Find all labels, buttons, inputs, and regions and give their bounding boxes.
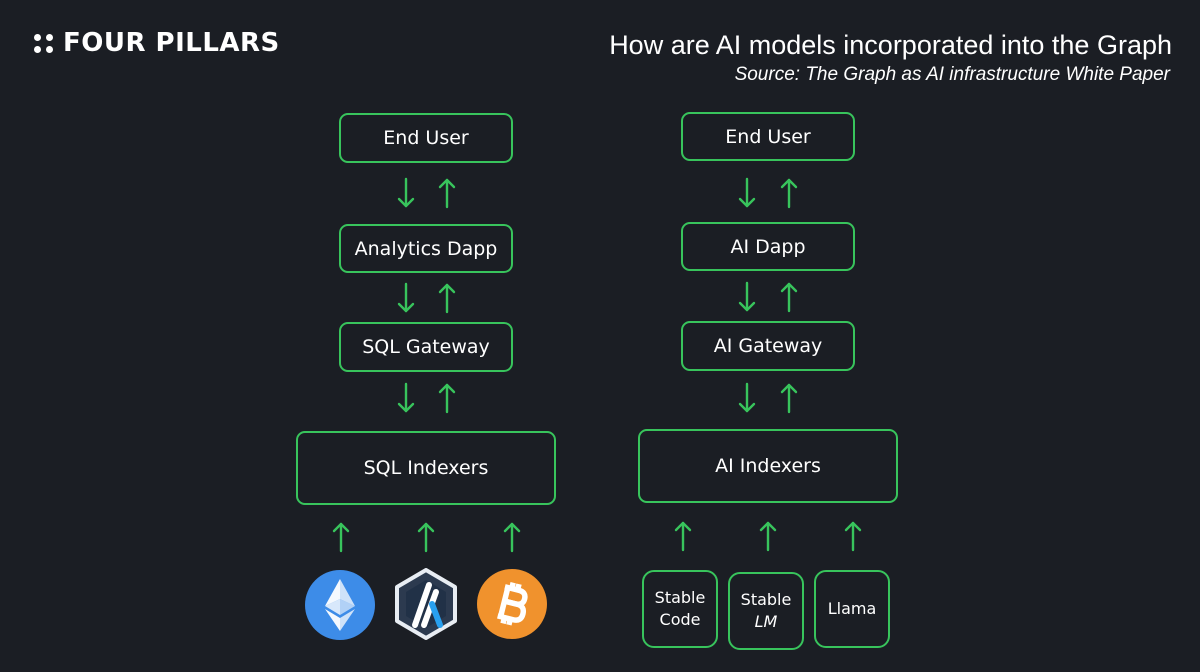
- left-arrow-pair-1: [397, 177, 456, 209]
- down-arrow-icon: [738, 177, 756, 208]
- logo-text: FOUR PILLARS: [63, 28, 280, 58]
- bitcoin-icon: [477, 569, 547, 639]
- model-label-line2: LM: [754, 612, 778, 631]
- right-indexers-label: AI Indexers: [715, 455, 821, 477]
- up-arrow-icon: [417, 522, 435, 553]
- left-end-user-box: End User: [339, 113, 513, 163]
- right-arrow-pair-3: [738, 382, 798, 414]
- up-arrow-icon: [503, 522, 521, 553]
- up-arrow-icon: [759, 521, 777, 552]
- right-end-user-box: End User: [681, 112, 855, 161]
- left-dapp-box: Analytics Dapp: [339, 224, 513, 273]
- up-arrow-icon: [844, 521, 862, 552]
- up-arrow-icon: [438, 283, 456, 314]
- down-arrow-icon: [397, 177, 415, 208]
- left-arrow-pair-3: [397, 382, 456, 414]
- left-indexers-label: SQL Indexers: [363, 457, 489, 479]
- left-arrow-pair-2: [397, 282, 456, 314]
- right-gateway-label: AI Gateway: [713, 335, 823, 357]
- model-box-stable-code: Stable Code: [642, 570, 718, 648]
- model-label-line1: Stable: [654, 588, 706, 607]
- left-end-user-label: End User: [383, 127, 469, 149]
- up-arrow-icon: [438, 178, 456, 209]
- up-arrow-icon: [438, 383, 456, 414]
- four-pillars-logo: FOUR PILLARS: [34, 28, 280, 58]
- right-end-user-label: End User: [725, 125, 811, 148]
- arbitrum-icon: [395, 568, 457, 640]
- up-arrow-icon: [780, 178, 798, 209]
- diagram-source: Source: The Graph as AI infrastructure W…: [734, 64, 1170, 85]
- down-arrow-icon: [738, 281, 756, 312]
- ethereum-icon: [305, 570, 375, 640]
- down-arrow-icon: [397, 282, 415, 313]
- right-gateway-box: AI Gateway: [681, 321, 855, 371]
- right-indexers-box: AI Indexers: [638, 429, 898, 503]
- right-arrow-pair-1: [738, 177, 798, 209]
- model-box-stable-lm: Stable LM: [728, 572, 804, 650]
- left-gateway-label: SQL Gateway: [362, 336, 490, 358]
- left-indexers-box: SQL Indexers: [296, 431, 556, 505]
- up-arrow-icon: [780, 383, 798, 414]
- diagram-title: How are AI models incorporated into the …: [609, 30, 1172, 60]
- model-label-line1: Llama: [827, 599, 877, 618]
- up-arrow-icon: [332, 522, 350, 553]
- right-dapp-box: AI Dapp: [681, 222, 855, 271]
- left-dapp-label: Analytics Dapp: [354, 237, 498, 260]
- left-gateway-box: SQL Gateway: [339, 322, 513, 372]
- down-arrow-icon: [738, 382, 756, 413]
- down-arrow-icon: [397, 382, 415, 413]
- logo-dots-icon: [34, 33, 53, 53]
- model-box-llama: Llama: [814, 570, 890, 648]
- model-label-line2: Code: [659, 610, 701, 629]
- right-arrow-pair-2: [738, 281, 798, 313]
- up-arrow-icon: [780, 282, 798, 313]
- model-label-line1: Stable: [740, 590, 792, 609]
- right-dapp-label: AI Dapp: [730, 235, 806, 258]
- up-arrow-icon: [674, 521, 692, 552]
